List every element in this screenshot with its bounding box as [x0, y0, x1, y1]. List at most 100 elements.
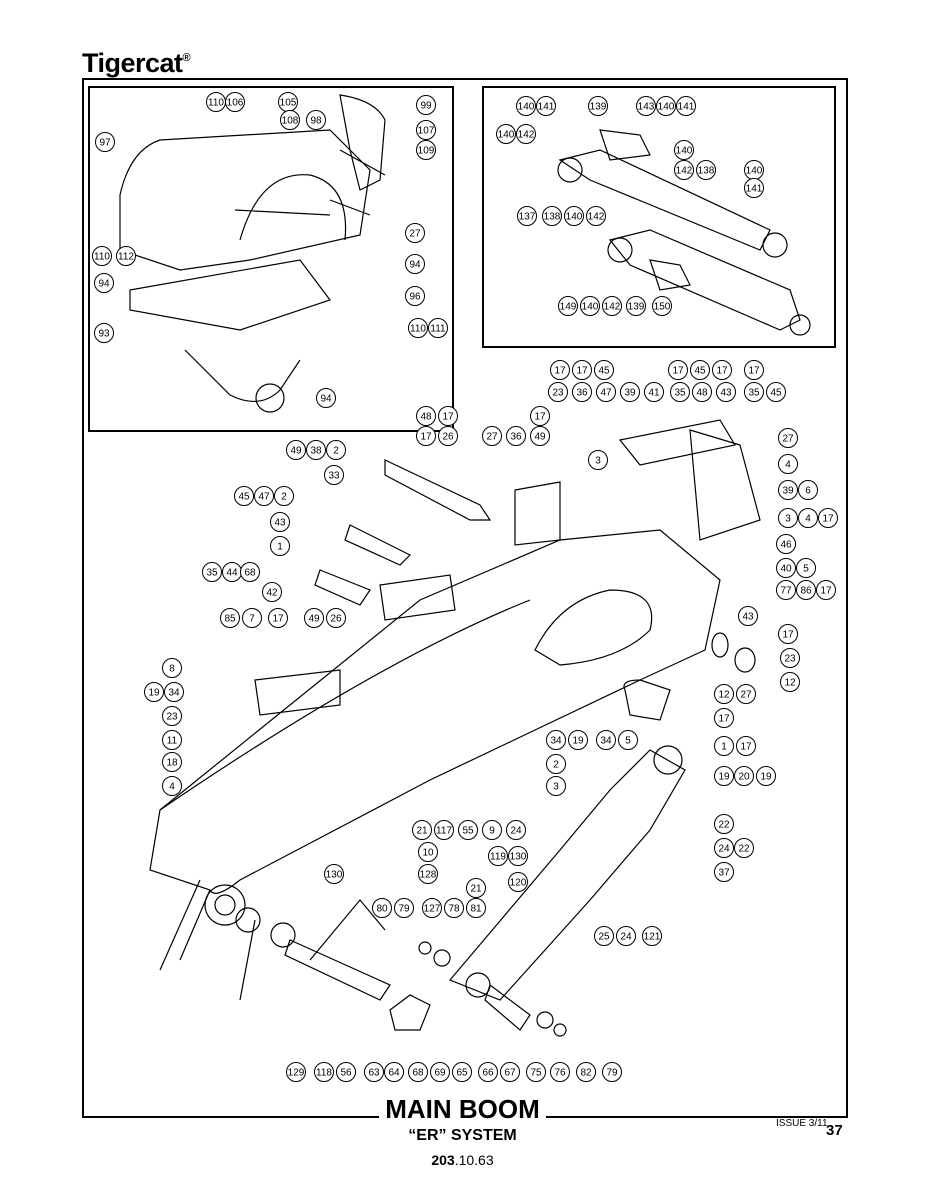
callout-number: 129	[288, 1068, 305, 1079]
callout-circle	[602, 296, 622, 316]
callout-number: 43	[274, 518, 286, 529]
callout-number: 77	[780, 586, 792, 597]
callout-number: 47	[600, 388, 612, 399]
callout-bubble: 44	[222, 562, 242, 582]
lift-cylinder	[449, 749, 686, 1001]
callout-bubble: 7	[242, 608, 262, 628]
callout-circle	[336, 1062, 356, 1082]
brand-logo: Tigercat®	[82, 48, 191, 79]
callout-circle	[738, 606, 758, 626]
callout-number: 2	[281, 492, 287, 503]
callout-circle	[714, 708, 734, 728]
callout-circle	[714, 838, 734, 858]
callout-bubble: 94	[94, 273, 114, 293]
callout-circle	[478, 1062, 498, 1082]
callout-circle	[262, 582, 282, 602]
callout-bubble: 129	[286, 1062, 306, 1082]
callout-circle	[690, 360, 710, 380]
callout-number: 10	[422, 848, 434, 859]
callout-circle	[162, 752, 182, 772]
callout-number: 130	[510, 852, 527, 863]
callout-circle	[405, 286, 425, 306]
callout-number: 17	[716, 366, 728, 377]
callout-number: 49	[534, 432, 546, 443]
callout-number: 93	[98, 329, 110, 340]
callout-number: 5	[625, 736, 631, 747]
callout-number: 12	[784, 678, 796, 689]
callout-bubble: 10	[418, 842, 438, 862]
callout-bubble: 48	[416, 406, 436, 426]
callout-circle	[324, 465, 344, 485]
callout-number: 47	[258, 492, 270, 503]
callout-number: 3	[785, 514, 791, 525]
callout-bubble: 3	[588, 450, 608, 470]
callout-bubble: 17	[744, 360, 764, 380]
callout-bubble: 109	[416, 140, 436, 160]
callout-bubble: 45	[766, 382, 786, 402]
callout-number: 107	[418, 126, 435, 137]
base-pin	[284, 939, 391, 1001]
callout-number: 105	[280, 98, 297, 109]
callout-number: 78	[448, 904, 460, 915]
callout-bubble: 68	[408, 1062, 428, 1082]
callout-number: 86	[800, 586, 812, 597]
callout-circle	[674, 160, 694, 180]
callout-circle	[516, 96, 536, 116]
callout-bubble: 111	[428, 318, 448, 338]
callout-bubble: 12	[714, 684, 734, 704]
callout-circle	[506, 820, 526, 840]
callout-bubble: 6	[798, 480, 818, 500]
callout-number: 140	[566, 212, 583, 223]
boom-cover-shape	[119, 129, 371, 271]
callout-circle	[798, 508, 818, 528]
callout-circle	[418, 842, 438, 862]
drawing-title: MAIN BOOM	[0, 1094, 925, 1125]
callout-bubble: 110	[206, 92, 226, 112]
callout-circle	[576, 1062, 596, 1082]
callout-bubble: 27	[482, 426, 502, 446]
callout-number: 17	[822, 514, 834, 525]
callout-number: 67	[504, 1068, 516, 1079]
callout-circle	[546, 776, 566, 796]
callout-circle	[714, 814, 734, 834]
callout-number: 56	[340, 1068, 352, 1079]
callout-bubble: 17	[818, 508, 838, 528]
callout-circle	[580, 296, 600, 316]
callout-circle	[482, 820, 502, 840]
callout-bubble: 137	[517, 206, 537, 226]
callout-number: 139	[628, 302, 645, 313]
callout-circle	[418, 864, 438, 884]
callout-circle	[546, 754, 566, 774]
callout-circle	[372, 898, 392, 918]
callout-bubble: 23	[548, 382, 568, 402]
callout-bubble: 26	[326, 608, 346, 628]
callout-number: 19	[148, 688, 160, 699]
callout-number: 143	[638, 102, 655, 113]
callout-bubble: 24	[506, 820, 526, 840]
callout-number: 94	[98, 279, 110, 290]
callout-circle	[692, 382, 712, 402]
callout-circle	[744, 178, 764, 198]
callout-bubble: 34	[546, 730, 566, 750]
callout-bubble: 1	[714, 736, 734, 756]
drawing-subtitle: “ER” SYSTEM	[408, 1127, 517, 1144]
callout-number: 39	[624, 388, 636, 399]
callout-number: 49	[290, 446, 302, 457]
callout-number: 19	[760, 772, 772, 783]
callout-bubble: 81	[466, 898, 486, 918]
callout-circle	[280, 110, 300, 130]
callout-number: 12	[718, 690, 730, 701]
callout-number: 37	[718, 868, 730, 879]
callout-bubble: 39	[620, 382, 640, 402]
callout-bubble: 75	[526, 1062, 546, 1082]
callout-bubble: 27	[405, 223, 425, 243]
callout-circle	[714, 766, 734, 786]
callout-number: 140	[582, 302, 599, 313]
callout-bubble: 47	[596, 382, 616, 402]
callout-number: 75	[530, 1068, 542, 1079]
callout-bubble: 23	[780, 648, 800, 668]
callout-bubble: 55	[458, 820, 478, 840]
callout-circle	[225, 92, 245, 112]
callout-circle	[588, 450, 608, 470]
